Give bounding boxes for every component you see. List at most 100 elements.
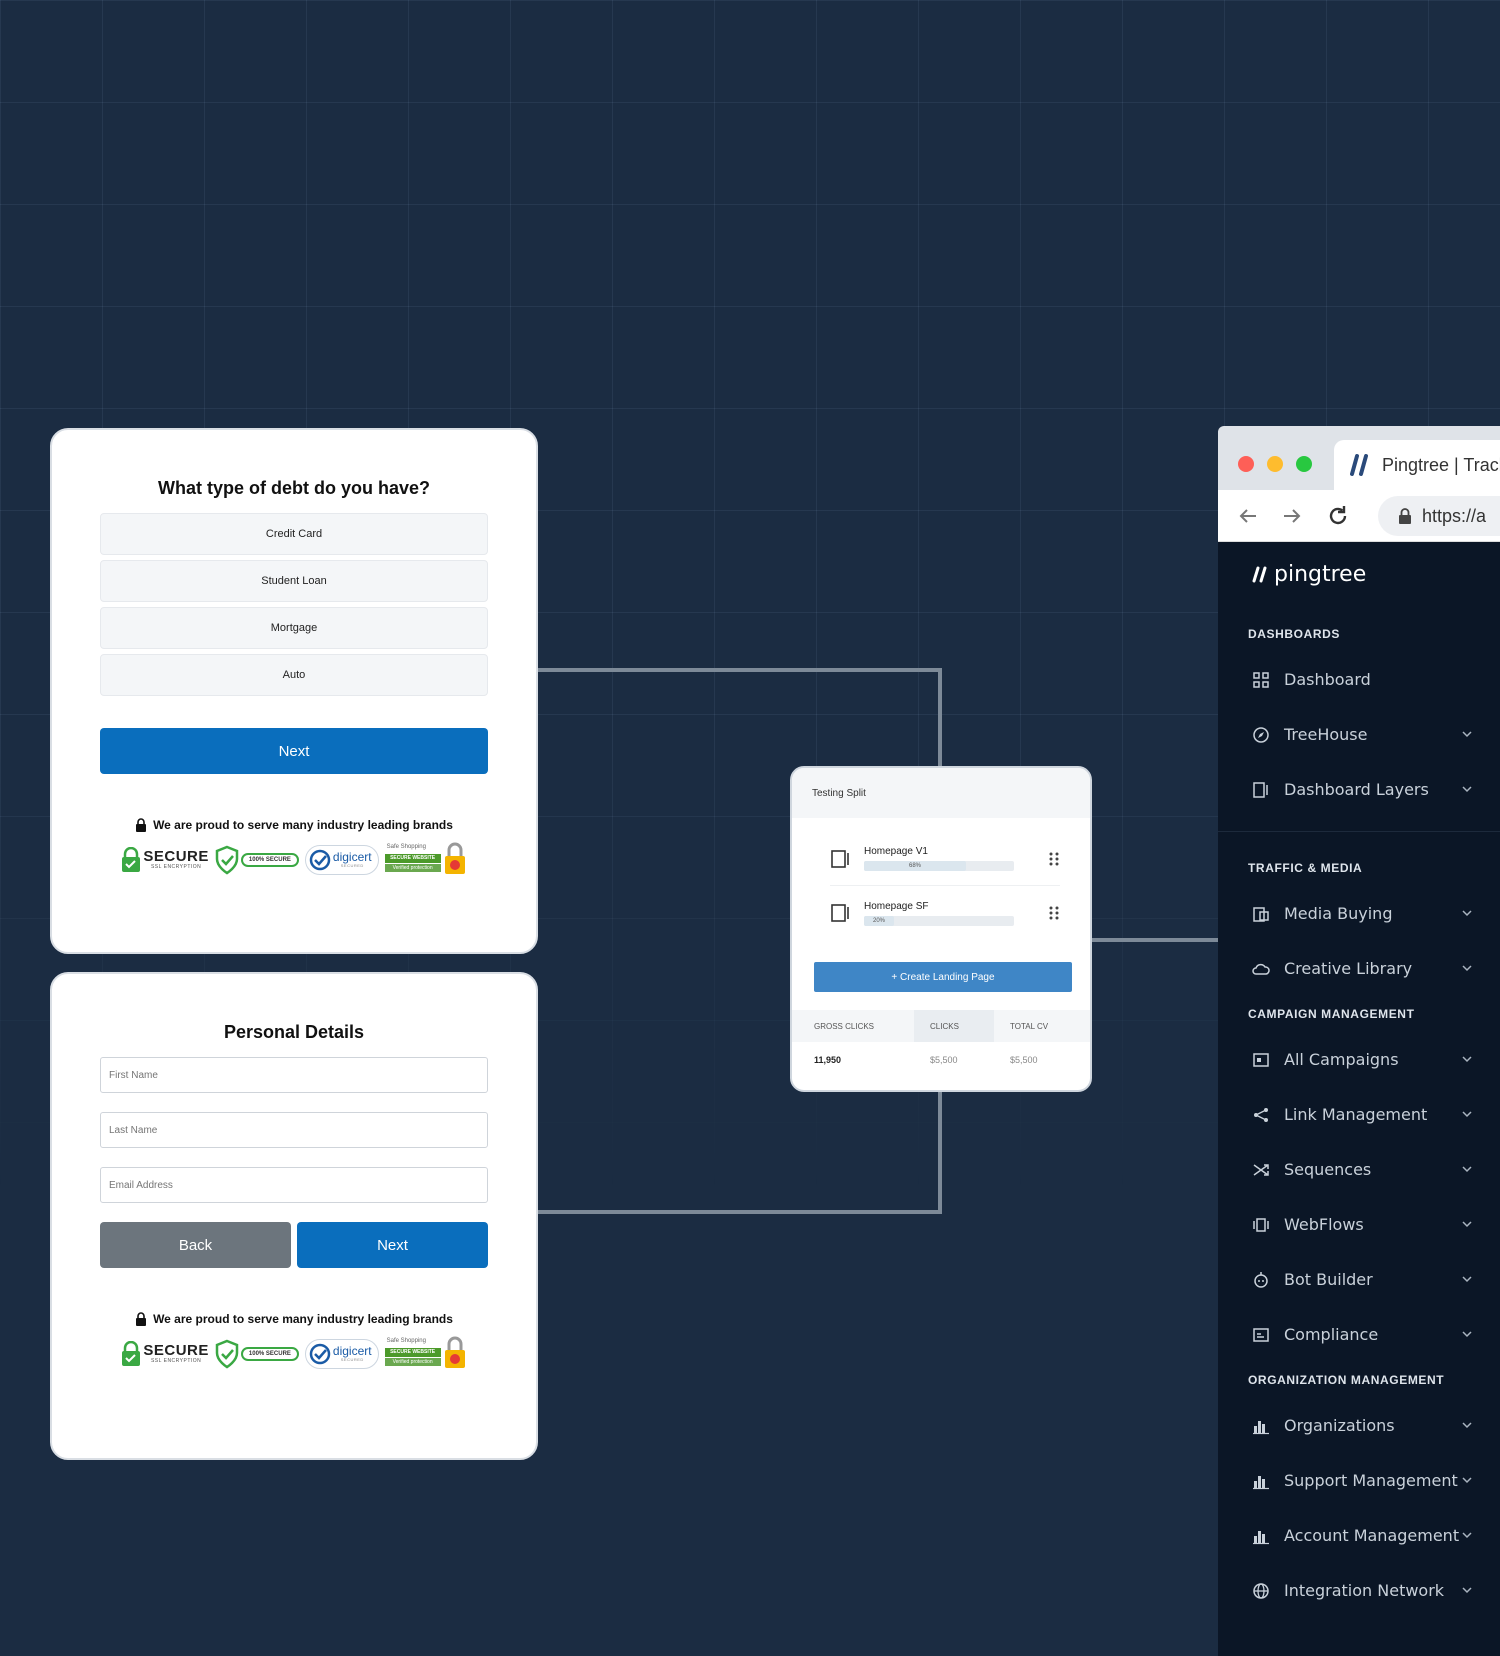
variant-progress-label: 20% <box>872 917 885 924</box>
nav-dashboard-layers[interactable]: Dashboard Layers <box>1218 762 1500 817</box>
personal-fields <box>100 1057 488 1203</box>
nav-organizations[interactable]: Organizations <box>1218 1398 1500 1453</box>
drag-handle-icon[interactable] <box>1048 905 1060 921</box>
maximize-window-button[interactable] <box>1296 456 1312 472</box>
cloud-icon <box>1252 963 1270 975</box>
variant-name: Homepage SF <box>864 900 929 912</box>
padlock-icon <box>444 842 465 874</box>
last-name-input[interactable] <box>100 1112 488 1148</box>
nav-all-campaigns[interactable]: All Campaigns <box>1218 1032 1500 1087</box>
debt-option-mortgage[interactable]: Mortgage <box>100 607 488 649</box>
page-icon <box>831 849 849 868</box>
sidebar-divider <box>1218 831 1500 832</box>
section-dashboards: DASHBOARDS <box>1248 627 1341 641</box>
drag-handle-icon[interactable] <box>1048 851 1060 867</box>
padlock-check-icon <box>122 847 141 872</box>
debt-options: Credit Card Student Loan Mortgage Auto <box>100 513 488 696</box>
debt-option-auto[interactable]: Auto <box>100 654 488 696</box>
pingtree-favicon-icon <box>1350 454 1368 476</box>
nav-treehouse[interactable]: TreeHouse <box>1218 707 1500 762</box>
nav-compliance[interactable]: Compliance <box>1218 1307 1500 1362</box>
nav-link-management[interactable]: Link Management <box>1218 1087 1500 1142</box>
padlock-icon <box>444 1336 465 1368</box>
shuffle-icon <box>1253 1163 1269 1176</box>
debt-form-title: What type of debt do you have? <box>157 478 430 498</box>
debt-next-button[interactable]: Next <box>100 728 488 774</box>
forward-arrow-icon[interactable] <box>1280 504 1304 528</box>
webflow-icon <box>1253 1217 1269 1232</box>
reload-icon[interactable] <box>1326 504 1350 528</box>
globe-icon <box>1253 1582 1269 1599</box>
layers-icon <box>1253 781 1268 798</box>
header-total-cv: TOTAL CV <box>1010 1021 1049 1031</box>
trust-section: We are proud to serve many industry lead… <box>52 818 536 878</box>
personal-form-title: Personal Details <box>223 1022 365 1042</box>
stats-header-row: GROSS CLICKS CLICKS TOTAL CV <box>792 1010 1090 1042</box>
pingtree-logo[interactable]: pingtree <box>1218 542 1500 606</box>
nav-media-buying[interactable]: Media Buying <box>1218 886 1500 941</box>
shield-check-icon <box>215 1339 239 1369</box>
safe-shopping-badge: Safe Shopping SECURE WEBSITE Verified pr… <box>384 842 467 878</box>
section-traffic-media: TRAFFIC & MEDIA <box>1248 861 1363 875</box>
debt-option-credit-card[interactable]: Credit Card <box>100 513 488 555</box>
variant-progress: 68% <box>864 861 1014 871</box>
nav-webflows[interactable]: WebFlows <box>1218 1197 1500 1252</box>
email-input[interactable] <box>100 1167 488 1203</box>
split-variant-row[interactable]: Homepage V1 68% <box>830 832 1060 886</box>
compliance-icon <box>1253 1327 1269 1342</box>
minimize-window-button[interactable] <box>1267 456 1283 472</box>
personal-next-button[interactable]: Next <box>297 1222 488 1268</box>
create-landing-page-button[interactable]: + Create Landing Page <box>814 962 1072 992</box>
variant-name: Homepage V1 <box>864 846 928 857</box>
nav-bot-builder[interactable]: Bot Builder <box>1218 1252 1500 1307</box>
chevron-down-icon <box>1462 731 1472 738</box>
header-gross-clicks: GROSS CLICKS <box>814 1021 875 1031</box>
chevron-down-icon <box>1462 1111 1472 1118</box>
value-total-cv: $5,500 <box>1010 1055 1038 1065</box>
variant-progress-fill <box>864 861 966 871</box>
bar-chart-icon <box>1253 1475 1269 1489</box>
digicert-check-icon <box>309 1343 331 1365</box>
nav-integration-network[interactable]: Integration Network <box>1218 1563 1500 1618</box>
grid-icon <box>1253 671 1269 688</box>
back-button[interactable]: Back <box>100 1222 291 1268</box>
address-bar[interactable]: https://a <box>1378 496 1500 536</box>
chevron-down-icon <box>1462 786 1472 793</box>
header-clicks: CLICKS <box>914 1010 994 1042</box>
variant-progress-fill <box>864 915 894 926</box>
personal-form-buttons: Back Next <box>100 1222 488 1268</box>
hundred-secure-badge: 100% SECURE <box>215 1339 299 1369</box>
back-arrow-icon[interactable] <box>1236 504 1260 528</box>
logo-mark-icon <box>1252 566 1267 583</box>
section-organization-management: ORGANIZATION MANAGEMENT <box>1248 1373 1445 1387</box>
compass-icon <box>1253 726 1269 743</box>
close-window-button[interactable] <box>1238 456 1254 472</box>
chevron-down-icon <box>1462 1166 1472 1173</box>
first-name-input[interactable] <box>100 1057 488 1093</box>
url-text: https://a <box>1422 505 1487 526</box>
browser-window: Pingtree | Track https://a pingtree DASH… <box>1218 426 1500 1656</box>
app-sidebar: pingtree DASHBOARDS Dashboard TreeHouse … <box>1218 542 1500 1618</box>
browser-toolbar: https://a <box>1218 490 1500 542</box>
debt-type-form-card: What type of debt do you have? Credit Ca… <box>50 428 538 954</box>
nav-dashboard[interactable]: Dashboard <box>1218 652 1500 707</box>
debt-option-student-loan[interactable]: Student Loan <box>100 560 488 602</box>
split-variant-list: Homepage V1 68% Homepage SF 20% <box>792 818 1090 940</box>
section-campaign-management: CAMPAIGN MANAGEMENT <box>1248 1007 1415 1021</box>
nav-creative-library[interactable]: Creative Library <box>1218 941 1500 996</box>
nav-account-management[interactable]: Account Management <box>1218 1508 1500 1563</box>
bot-icon <box>1254 1271 1268 1288</box>
nav-support-management[interactable]: Support Management <box>1218 1453 1500 1508</box>
nav-sequences[interactable]: Sequences <box>1218 1142 1500 1197</box>
browser-titlebar: Pingtree | Track <box>1218 426 1500 490</box>
safe-shopping-badge: Safe Shopping SECURE WEBSITE Verified pr… <box>384 1336 467 1372</box>
campaign-icon <box>1253 1052 1269 1067</box>
split-variant-row[interactable]: Homepage SF 20% <box>830 886 1060 940</box>
chevron-down-icon <box>1462 1056 1472 1063</box>
chevron-down-icon <box>1462 910 1472 917</box>
variant-progress-label: 68% <box>908 863 921 869</box>
browser-tab[interactable]: Pingtree | Track <box>1334 440 1500 490</box>
shield-check-icon <box>215 845 239 875</box>
